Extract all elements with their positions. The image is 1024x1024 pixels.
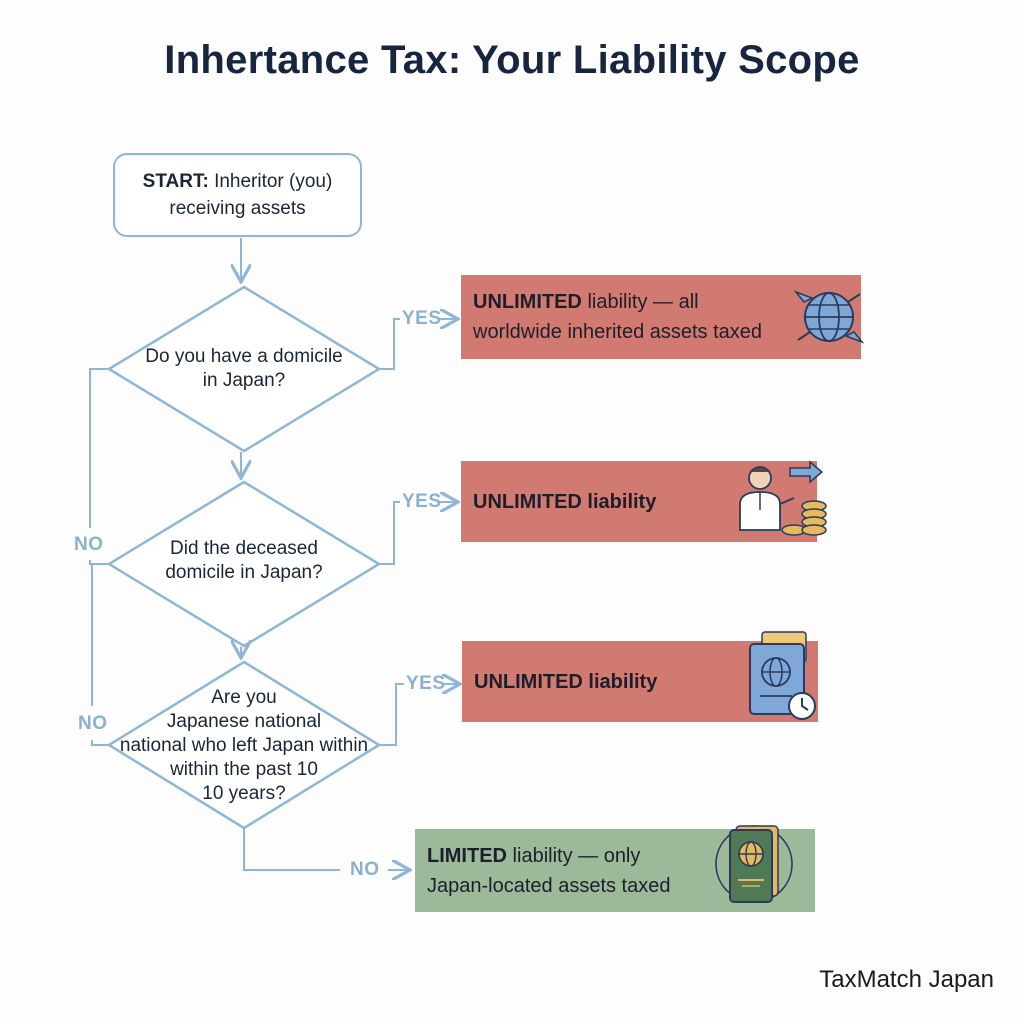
outcome-3-line-1: UNLIMITED liability [474,667,818,697]
globe-arrows-icon [793,290,865,344]
yes-label-1: YES [402,308,442,329]
outcome-2-line-1: UNLIMITED liability [473,487,817,517]
brand-name: TaxMatch Japan [819,966,994,993]
start-line-2: receiving assets [169,198,306,219]
outcome-4-line-1: LIMITED liability — only [427,841,815,871]
outcome-1-rest: liability — all [581,291,699,313]
start-line-1: START: Inheritor (you) [143,168,333,195]
person-coins-icon [739,460,827,536]
question-1: Do you have a domicile in Japan? [112,345,376,393]
yes-label-3: YES [406,673,446,694]
page-title: Inhertance Tax: Your Liability Scope [164,38,860,82]
start-label-rest: Inheritor (you) [214,171,333,192]
question-1-line-2: in Japan? [202,370,286,391]
question-1-line-1: Do you have a domicile [145,346,343,367]
question-3-line-5: 10 years? [202,783,286,804]
no-label-3: NO [350,859,380,880]
outcome-unlimited-all: UNLIMITED liability — all worldwide inhe… [461,275,861,359]
question-2-line-2: domicile in Japan? [165,562,323,583]
outcome-4-rest: liability — only [507,844,641,867]
outcome-1-bold: UNLIMITED [473,291,582,313]
no-label-1: NO [74,534,104,555]
question-3-line-4: within the past 10 [170,759,318,780]
start-label-bold: START: [142,171,209,192]
outcome-4-line-2: Japan-located assets taxed [427,874,671,897]
question-3: Are you Japanese national national who l… [112,686,376,806]
question-3-line-3: national who left Japan within [119,735,369,756]
outcome-1-line-2: worldwide inherited assets taxed [473,321,763,343]
outcome-3-bold: UNLIMITED liability [474,670,658,693]
outcome-2-bold: UNLIMITED liability [473,490,657,513]
decision-diamond-1 [106,285,382,453]
no-label-2: NO [78,713,108,734]
passport-globe-icon [715,825,793,903]
start-box: START: Inheritor (you) receiving assets [113,153,362,237]
question-2-line-1: Did the deceased [170,538,318,559]
outcome-4-bold: LIMITED [427,844,507,867]
question-2: Did the deceased domicile in Japan? [112,537,376,585]
outcome-1-line-1: UNLIMITED liability — all [473,287,861,317]
passport-clock-icon [749,631,816,720]
question-3-line-1: Are you [211,687,277,708]
question-3-line-2: Japanese national [166,711,322,732]
yes-label-2: YES [402,491,442,512]
